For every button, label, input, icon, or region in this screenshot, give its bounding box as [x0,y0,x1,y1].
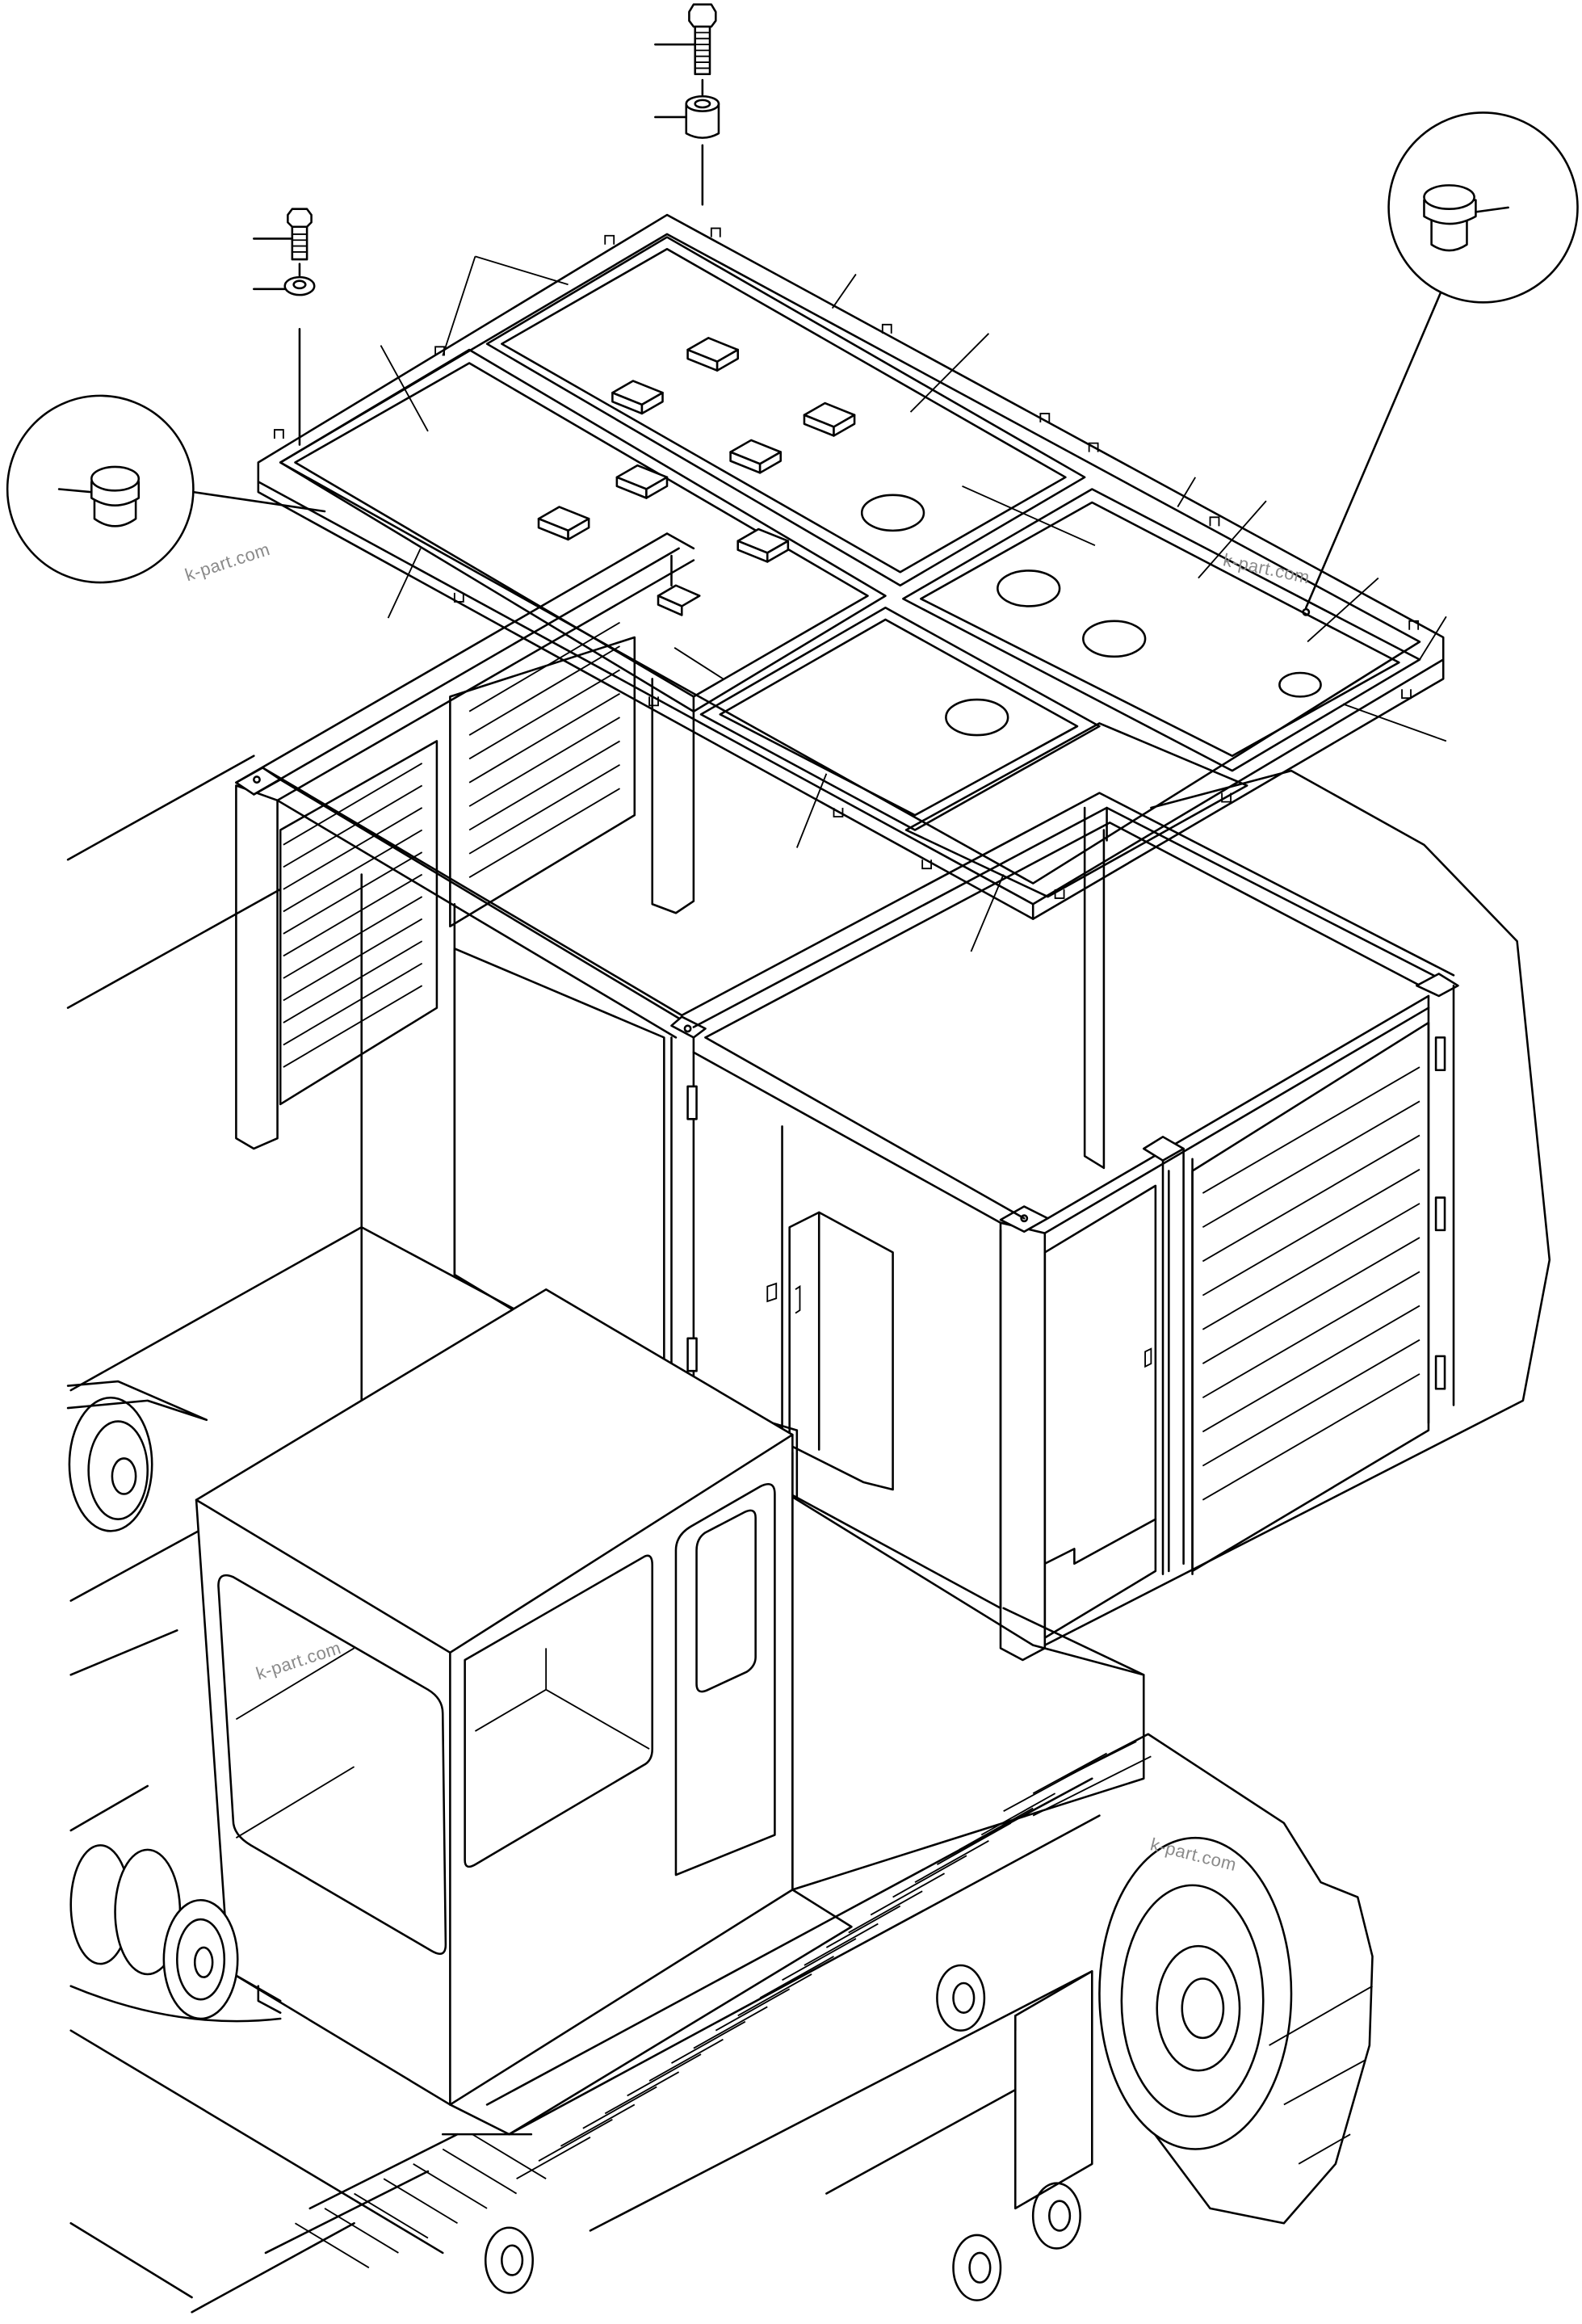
cab-door [674,1483,776,1876]
detail-circle-left[interactable] [6,394,326,584]
hinge-icon [686,1036,1446,1390]
detail-circle-right[interactable] [1302,111,1579,616]
louver-grille-right [686,1021,1446,1573]
washer [253,275,316,446]
spacer-collar [654,78,720,206]
bolt-small [253,208,313,277]
side-door-right[interactable] [1043,1184,1157,1639]
idler-wheels-left [66,1380,282,2023]
sprocket-wheel [1098,1836,1293,2150]
cab-front-window [217,1574,447,1956]
cab-side-window [464,1554,654,1868]
cab-door-window [695,1509,757,1693]
bolt-large [654,3,717,76]
hood-panel-front [279,348,887,712]
crawler-track [69,1733,1374,2313]
hood-panels [257,213,1447,952]
hood-panel-center [485,236,1086,587]
